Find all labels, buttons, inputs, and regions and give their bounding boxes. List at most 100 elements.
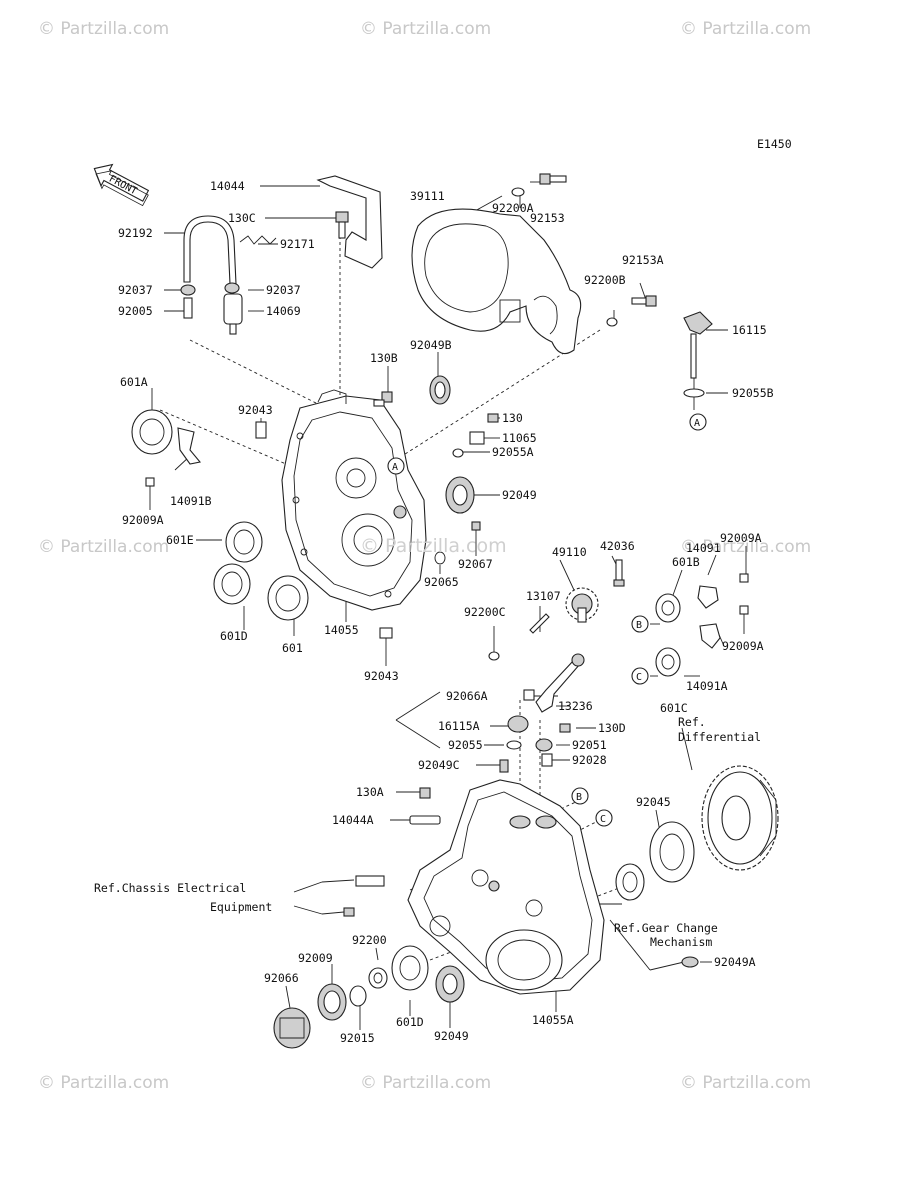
label-39111: 39111	[410, 189, 445, 203]
label-92049A: 92049A	[714, 955, 756, 969]
clip-92171	[239, 235, 277, 245]
label-13236: 13236	[558, 699, 593, 713]
label-92037-left: 92037	[118, 283, 153, 297]
label-92066: 92066	[264, 971, 299, 985]
label-601A: 601A	[120, 375, 148, 389]
label-14091: 14091	[686, 541, 721, 555]
washer-92200A	[511, 187, 525, 197]
collar-92028	[541, 753, 553, 767]
label-92043-lower: 92043	[364, 669, 399, 683]
gear-change-bearing	[615, 863, 645, 901]
label-92043-upper: 92043	[238, 403, 273, 417]
label-14044A: 14044A	[332, 813, 374, 827]
case-14055	[281, 389, 427, 611]
label-601D-lower: 601D	[396, 1015, 424, 1029]
ref-chassis-line2: Equipment	[210, 900, 272, 914]
lever-13236	[535, 653, 585, 713]
watermark-bottom-center: © Partzilla.com	[360, 1073, 491, 1093]
svg-text:C: C	[636, 672, 642, 683]
screw-92009A-right-lower	[739, 605, 749, 615]
screw-92009A-left	[145, 477, 155, 487]
bolt-130B	[373, 391, 393, 407]
label-92200C: 92200C	[464, 605, 506, 619]
label-14069: 14069	[266, 304, 301, 318]
label-92028: 92028	[572, 753, 607, 767]
label-92009A-right-upper: 92009A	[720, 531, 762, 545]
label-92200B: 92200B	[584, 273, 626, 287]
label-14091A: 14091A	[686, 679, 728, 693]
bearing-601D-upper	[213, 563, 251, 605]
oring-92055	[506, 740, 522, 750]
bearing-92045	[649, 821, 695, 883]
case-14055A	[407, 779, 605, 995]
ring-92065	[434, 551, 446, 565]
watermark-bottom-left: © Partzilla.com	[38, 1073, 169, 1093]
bearing-601	[267, 575, 309, 621]
callout-A-dipstick: A	[689, 413, 707, 431]
oring-92055A	[452, 448, 464, 458]
label-49110: 49110	[552, 545, 587, 559]
label-16115: 16115	[732, 323, 767, 337]
label-92200A: 92200A	[492, 201, 534, 215]
bolt-130	[487, 413, 499, 423]
label-130: 130	[502, 411, 523, 425]
label-601: 601	[282, 641, 303, 655]
ref-differential-line2: Differential	[678, 730, 761, 744]
cap-92066A	[523, 689, 535, 701]
watermark-top-center: © Partzilla.com	[360, 19, 491, 39]
label-92192: 92192	[118, 226, 153, 240]
label-92009: 92009	[298, 951, 333, 965]
circlip-92015	[349, 985, 367, 1007]
bearing-601D-lower	[391, 945, 429, 991]
label-42036: 42036	[600, 539, 635, 553]
svg-text:B: B	[636, 620, 642, 631]
clamp-92037-right	[224, 282, 240, 294]
ref-differential-line1: Ref.	[678, 715, 706, 729]
label-92055B: 92055B	[732, 386, 774, 400]
label-11065: 11065	[502, 431, 537, 445]
callout-B-601B: B	[631, 615, 649, 633]
callout-B-case: B	[571, 787, 589, 805]
label-130A: 130A	[356, 785, 384, 799]
label-601C: 601C	[660, 701, 688, 715]
seal-92049-upper	[445, 476, 475, 514]
bolt-92067	[471, 521, 481, 531]
watermark-top-left: © Partzilla.com	[38, 19, 169, 39]
washer-92200B	[606, 317, 618, 327]
ref-gear-line1: Ref.Gear Change	[614, 921, 718, 935]
label-130D: 130D	[598, 721, 626, 735]
label-92037-right: 92037	[266, 283, 301, 297]
label-92049-lower: 92049	[434, 1029, 469, 1043]
bracket-14044	[316, 175, 383, 269]
hose-92192	[183, 215, 237, 285]
svg-text:C: C	[600, 814, 606, 825]
screw-92009A-right-upper	[739, 573, 749, 583]
clamp-92037-left	[180, 284, 196, 296]
oring-92055B	[683, 388, 705, 398]
label-92009A-left: 92009A	[122, 513, 164, 527]
label-14044: 14044	[210, 179, 245, 193]
label-130B: 130B	[370, 351, 398, 365]
label-92049C: 92049C	[418, 758, 460, 772]
fitting-92005	[183, 297, 193, 319]
dipstick-16115	[683, 311, 713, 379]
bolt-92153	[539, 173, 567, 185]
seal-92009	[317, 983, 347, 1021]
label-92055A: 92055A	[492, 445, 534, 459]
bearing-601E	[225, 521, 263, 563]
front-arrow-icon: FRONT	[93, 163, 150, 207]
label-92045: 92045	[636, 795, 671, 809]
washer-92200C	[488, 651, 500, 661]
label-92055: 92055	[448, 738, 483, 752]
gasket-39111	[411, 208, 582, 355]
seal-92049A	[681, 956, 699, 968]
bolt-42036	[613, 559, 625, 587]
gear-49110	[565, 587, 599, 623]
label-14055: 14055	[324, 623, 359, 637]
sensor-chassis	[343, 875, 385, 917]
label-92049B: 92049B	[410, 338, 452, 352]
diagram-code: E1450	[757, 137, 792, 151]
callout-C-601C: C	[631, 667, 649, 685]
label-601B: 601B	[672, 555, 700, 569]
